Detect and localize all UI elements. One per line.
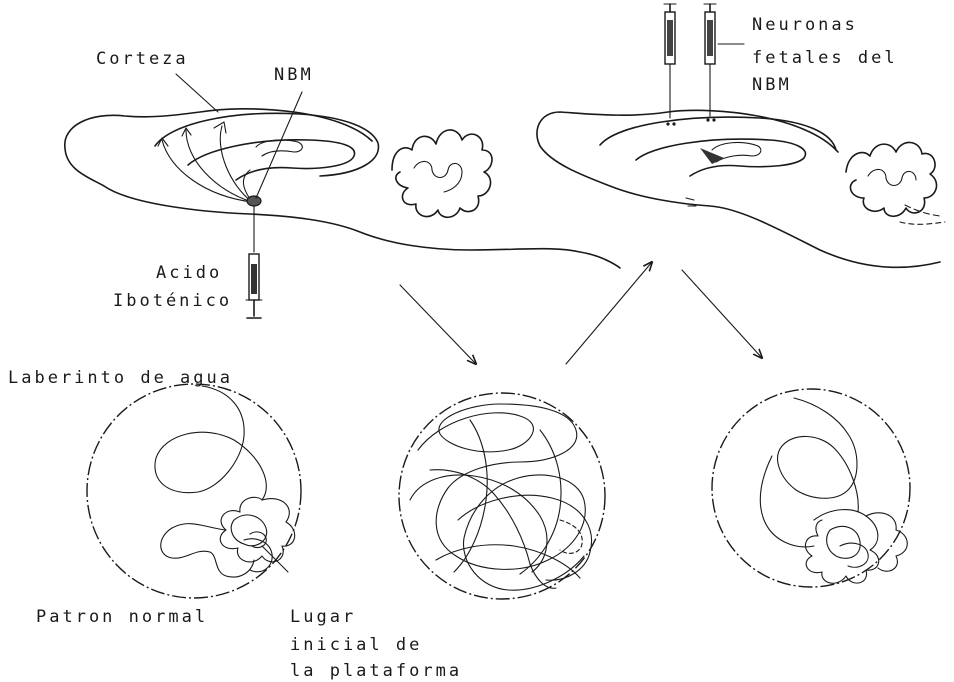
brain-right-outline	[537, 110, 940, 267]
corteza-pointer	[176, 74, 218, 112]
label-inicial-de: inicial de	[290, 635, 422, 655]
water-maze-icon	[399, 393, 605, 599]
label-fetales-del: fetales del	[752, 48, 898, 68]
label-neuronas: Neuronas	[752, 15, 858, 35]
nbm-nucleus	[247, 196, 261, 206]
label-ibotenico: Iboténico	[113, 291, 232, 311]
water-maze-icon	[712, 389, 910, 587]
hippocampus	[256, 140, 302, 156]
arrow-icon	[566, 262, 652, 364]
label-patron-normal: Patron normal	[36, 607, 208, 627]
label-lugar: Lugar	[290, 607, 356, 627]
cortex-arc-right	[600, 117, 836, 150]
syringe-icon	[664, 4, 676, 118]
water-maze-transplant	[712, 389, 910, 587]
label-acido: Acido	[156, 263, 222, 283]
water-maze-normal	[87, 384, 301, 598]
cerebellum-right	[846, 142, 937, 216]
label-nbm: NBM	[274, 65, 314, 85]
label-nbm-right: NBM	[752, 75, 792, 95]
syringe-icon	[246, 206, 262, 318]
brain-left	[65, 92, 620, 318]
cerebellum-left	[392, 130, 492, 217]
brain-right	[537, 4, 945, 267]
label-la-plataforma: la plataforma	[290, 661, 462, 681]
syringe-icon	[704, 4, 716, 116]
label-corteza: Corteza	[96, 49, 189, 69]
corpus-callosum	[188, 140, 355, 180]
arrow-icon	[682, 270, 762, 358]
arrow-icon	[400, 285, 476, 364]
water-maze-lesioned	[399, 393, 605, 599]
label-laberinto: Laberinto de agua	[8, 368, 233, 388]
